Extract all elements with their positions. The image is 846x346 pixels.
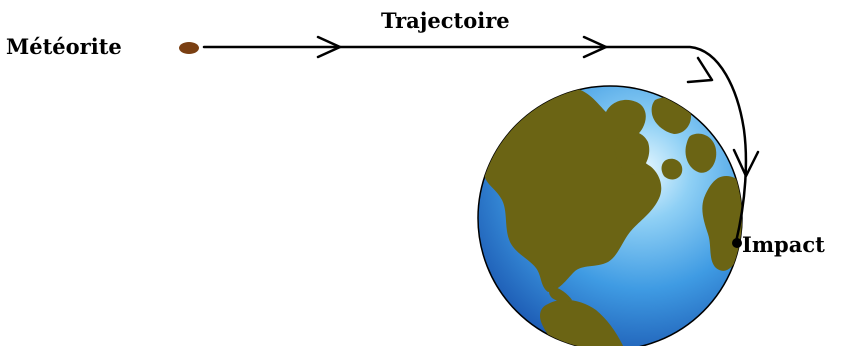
meteorite-rock: [179, 42, 199, 54]
arrow-head-3: [688, 58, 712, 82]
meteorite-label: Météorite: [6, 36, 122, 57]
impact-label: Impact: [742, 234, 825, 255]
earth-globe: [478, 86, 749, 346]
impact-point: [732, 238, 742, 248]
trajectory-label: Trajectoire: [381, 10, 510, 31]
